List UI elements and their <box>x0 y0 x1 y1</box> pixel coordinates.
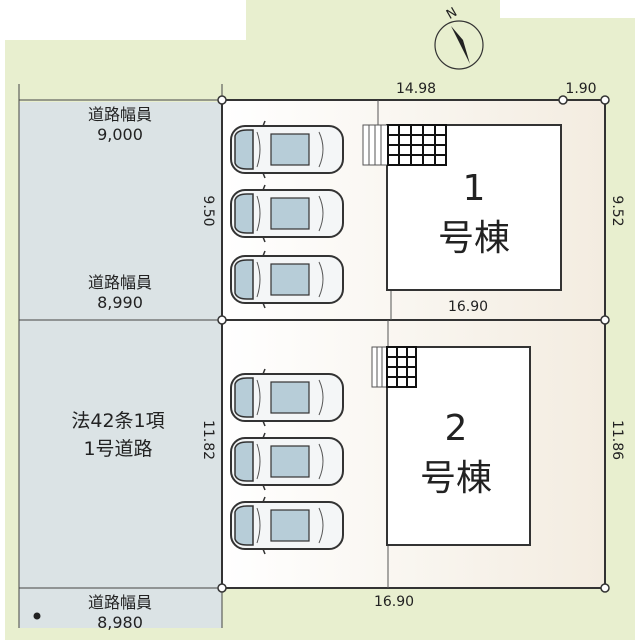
road-width-value: 9,000 <box>97 125 143 144</box>
car-icon <box>230 250 344 309</box>
road-area <box>19 102 222 628</box>
dim-top-main: 14.98 <box>396 81 436 97</box>
building-1-suffix: 号棟 <box>438 218 510 259</box>
car-icon <box>230 120 344 179</box>
road-width-label: 道路幅員 <box>88 273 152 292</box>
road-type-line1: 法42条1項 <box>71 410 164 432</box>
road-width-label: 道路幅員 <box>88 105 152 124</box>
building-2-suffix: 号棟 <box>420 458 492 499</box>
marker-dot-icon <box>33 612 41 620</box>
north-arrow-icon: N <box>434 5 484 70</box>
dim-right-lot2: 11.86 <box>609 420 625 460</box>
entrance-2 <box>371 346 417 388</box>
building-2-number: 2 <box>445 408 468 449</box>
building-1-number: 1 <box>463 168 486 209</box>
road-width-label: 道路幅員 <box>88 593 152 612</box>
road-width-value: 8,990 <box>97 293 143 312</box>
dim-right-lot1: 9.52 <box>609 195 625 226</box>
lot-boundaries <box>221 99 606 589</box>
dim-left-lot2: 11.82 <box>200 420 216 460</box>
dim-middle: 16.90 <box>448 299 488 315</box>
dim-bottom: 16.90 <box>374 594 414 610</box>
dim-top-small: 1.90 <box>565 81 596 97</box>
boundary-markers <box>217 95 610 593</box>
road-type-line2: 1号道路 <box>83 438 152 460</box>
entrance-1 <box>362 124 447 166</box>
dim-left-lot1: 9.50 <box>200 195 216 226</box>
car-icon <box>230 496 344 555</box>
car-icon <box>230 432 344 491</box>
car-icon <box>230 368 344 427</box>
car-icon <box>230 184 344 243</box>
road-width-value: 8,980 <box>97 613 143 632</box>
